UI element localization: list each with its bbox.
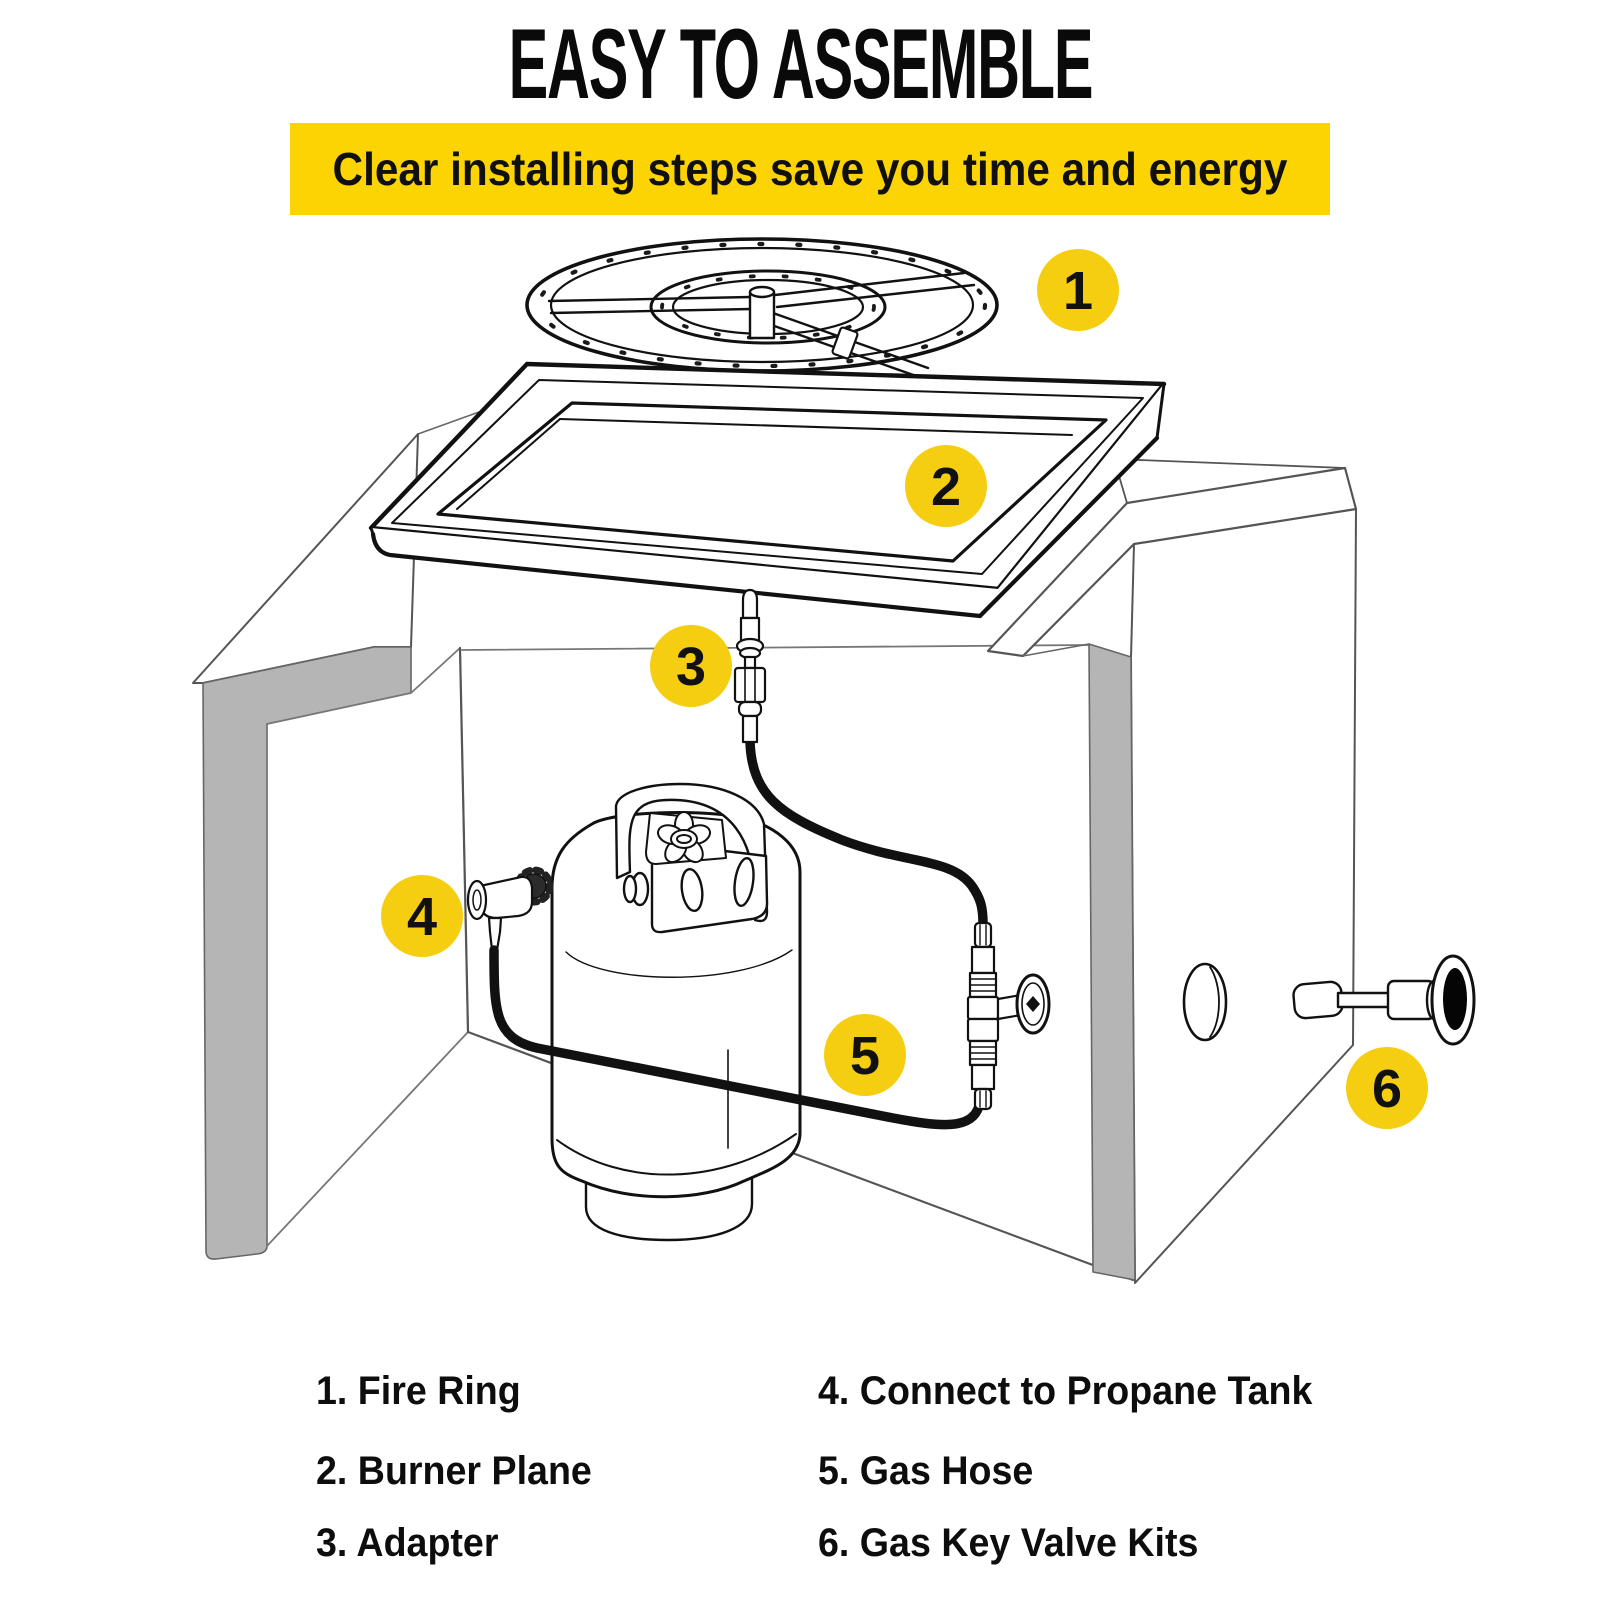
gas-hose-lower <box>489 945 986 1130</box>
callout-1-number: 1 <box>1063 261 1093 321</box>
subtitle-banner-text: Clear installing steps save you time and… <box>332 143 1288 195</box>
callout-5: 5 <box>824 1014 906 1096</box>
gas-hose-upper <box>745 737 988 929</box>
callout-3: 3 <box>650 625 732 707</box>
callout-2: 2 <box>905 445 987 527</box>
legend-item-key-valve: 6. Gas Key Valve Kits <box>818 1521 1199 1565</box>
propane-tank-drawing <box>550 782 802 1242</box>
callout-4-number: 4 <box>407 887 437 947</box>
gas-key-drawing <box>1292 954 1476 1046</box>
fire-ring-hub <box>748 290 776 340</box>
page-title-text: EASY TO ASSEMBLE <box>508 8 1093 119</box>
callout-1: 1 <box>1037 249 1119 331</box>
legend-item-burner-plane: 2. Burner Plane <box>316 1449 592 1493</box>
page-title: EASY TO ASSEMBLE <box>0 14 1600 113</box>
callout-6: 6 <box>1346 1047 1428 1129</box>
subtitle-banner: Clear installing steps save you time and… <box>290 123 1330 215</box>
legend-item-connect-tank: 4. Connect to Propane Tank <box>818 1369 1313 1413</box>
callout-5-number: 5 <box>850 1026 880 1086</box>
right-wall-edge-band <box>1088 643 1136 1281</box>
legend-item-fire-ring: 1. Fire Ring <box>316 1369 521 1413</box>
regulator-drawing <box>466 866 554 952</box>
cabinet-right-wall <box>986 458 1358 1284</box>
callout-6-number: 6 <box>1372 1059 1402 1119</box>
legend-item-adapter: 3. Adapter <box>316 1521 499 1565</box>
wall-key-hole <box>1182 962 1228 1042</box>
tank-collar <box>614 782 769 934</box>
adapter-drawing <box>733 588 767 744</box>
key-valve-drawing <box>966 921 1051 1111</box>
legend-item-gas-hose: 5. Gas Hose <box>818 1449 1034 1493</box>
tank-valve-knob <box>645 811 727 865</box>
burner-pan-drawing <box>368 361 1167 619</box>
callout-3-number: 3 <box>676 637 706 697</box>
callout-4: 4 <box>381 875 463 957</box>
callout-2-number: 2 <box>931 457 961 517</box>
fire-ring-drawing <box>525 237 999 379</box>
